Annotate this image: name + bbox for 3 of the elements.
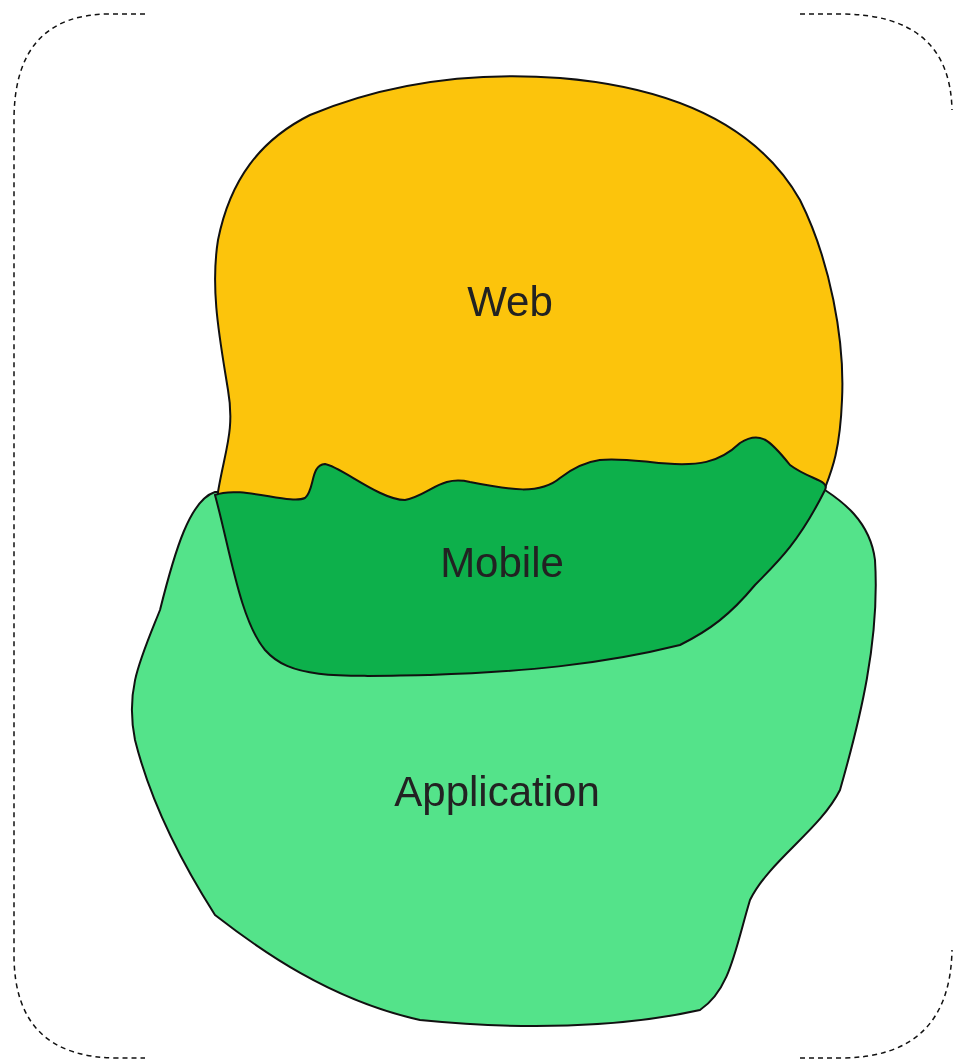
- region-label: Web: [467, 278, 553, 326]
- region-label: Application: [394, 768, 600, 816]
- region-label: Mobile: [440, 539, 564, 587]
